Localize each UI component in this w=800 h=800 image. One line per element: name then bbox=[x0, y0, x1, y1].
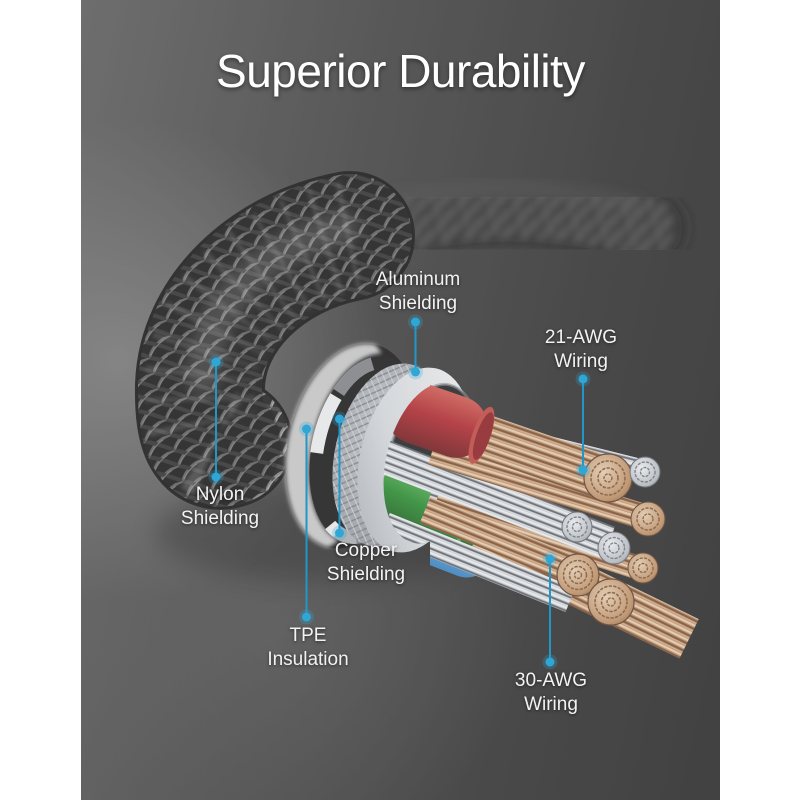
leader-dot bbox=[578, 465, 588, 475]
page-title: Superior Durability bbox=[216, 45, 585, 97]
leader-dot bbox=[211, 472, 221, 482]
product-image-stage: Superior Durability Aluminum Shielding 2… bbox=[81, 0, 720, 800]
leader-dot bbox=[578, 374, 588, 384]
label-30-awg-wiring: 30-AWG Wiring bbox=[514, 670, 588, 715]
leader-dot bbox=[411, 367, 420, 377]
leader-dot bbox=[411, 317, 420, 327]
label-tpe-insulation: TPE Insulation bbox=[267, 625, 349, 670]
leader-dot bbox=[545, 554, 555, 564]
leader-dot bbox=[211, 357, 221, 367]
background-grain-texture bbox=[81, 0, 720, 800]
leader-dots bbox=[208, 314, 591, 670]
leader-dot bbox=[335, 414, 344, 424]
label-aluminum-shielding: Aluminum Shielding bbox=[375, 269, 461, 314]
leader-dot bbox=[335, 528, 344, 538]
label-nylon-shielding: Nylon Shielding bbox=[180, 484, 260, 529]
leader-dot bbox=[302, 612, 311, 622]
leader-dot bbox=[302, 424, 311, 434]
cable-cutaway-illustration bbox=[81, 0, 720, 800]
label-21-awg-wiring: 21-AWG Wiring bbox=[544, 327, 618, 372]
leader-dot bbox=[545, 657, 555, 667]
leader-lines bbox=[215, 322, 584, 662]
label-copper-shielding: Copper Shielding bbox=[326, 540, 406, 585]
